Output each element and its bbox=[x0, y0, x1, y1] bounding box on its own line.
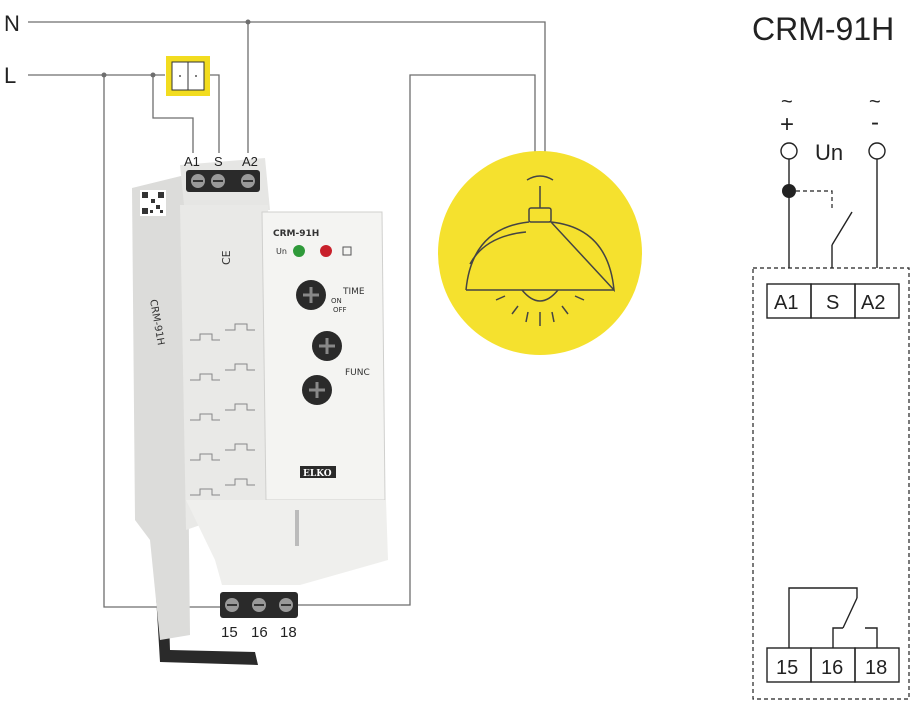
front-model-label: CRM-91H bbox=[273, 229, 319, 239]
live-line-label: L bbox=[4, 63, 16, 88]
device-terminal-a2: A2 bbox=[242, 154, 258, 169]
brand-label: ELKO bbox=[303, 469, 332, 479]
schematic-terminal-15: 15 bbox=[776, 657, 798, 679]
schematic-plus-label: + bbox=[780, 111, 794, 138]
schematic-terminal-a1: A1 bbox=[774, 292, 798, 314]
push-button-switch bbox=[166, 56, 210, 96]
lamp-icon bbox=[438, 151, 642, 355]
func-dial[interactable] bbox=[302, 375, 332, 405]
schematic-terminal-18: 18 bbox=[865, 657, 887, 679]
qr-code-icon bbox=[140, 190, 166, 216]
range-dial[interactable] bbox=[312, 331, 342, 361]
schematic-tilde-right: ~ bbox=[869, 91, 881, 113]
schematic-minus-label: - bbox=[871, 109, 879, 136]
device-terminal-15: 15 bbox=[221, 624, 238, 641]
device-terminal-18: 18 bbox=[280, 624, 297, 641]
schematic-un-label: Un bbox=[815, 140, 843, 165]
schematic: CRM-91H ~ + ~ - Un A1 S A2 15 16 bbox=[752, 11, 910, 700]
dial-off-label: OFF bbox=[333, 306, 347, 314]
schematic-terminal-16: 16 bbox=[821, 657, 843, 679]
side-function-diagrams bbox=[190, 323, 255, 496]
device-terminal-s: S bbox=[214, 154, 223, 169]
func-dial-label: FUNC bbox=[345, 368, 370, 378]
schematic-terminal-a2: A2 bbox=[861, 292, 885, 314]
brand-badge bbox=[300, 466, 336, 478]
neutral-line-label: N bbox=[4, 11, 20, 36]
relay-device: CRM-91H CE CRM-91H Un TIME ON OFF bbox=[132, 158, 388, 665]
schematic-tilde-left: ~ bbox=[781, 91, 793, 113]
led-un-label: Un bbox=[276, 247, 287, 256]
device-terminal-a1: A1 bbox=[184, 154, 200, 169]
time-dial-label: TIME bbox=[342, 287, 365, 297]
device-top-terminal-labels: A1 S A2 bbox=[184, 154, 258, 169]
schematic-title: CRM-91H bbox=[752, 11, 894, 47]
ce-mark: CE bbox=[220, 250, 233, 265]
time-dial[interactable] bbox=[296, 280, 326, 310]
device-terminal-16: 16 bbox=[251, 624, 268, 641]
schematic-terminal-s: S bbox=[826, 292, 839, 314]
relay-icon bbox=[342, 246, 352, 256]
device-bottom-terminal-labels: 15 16 18 bbox=[221, 624, 297, 641]
led-green bbox=[293, 245, 305, 257]
led-red bbox=[320, 245, 332, 257]
dial-on-label: ON bbox=[331, 297, 342, 305]
